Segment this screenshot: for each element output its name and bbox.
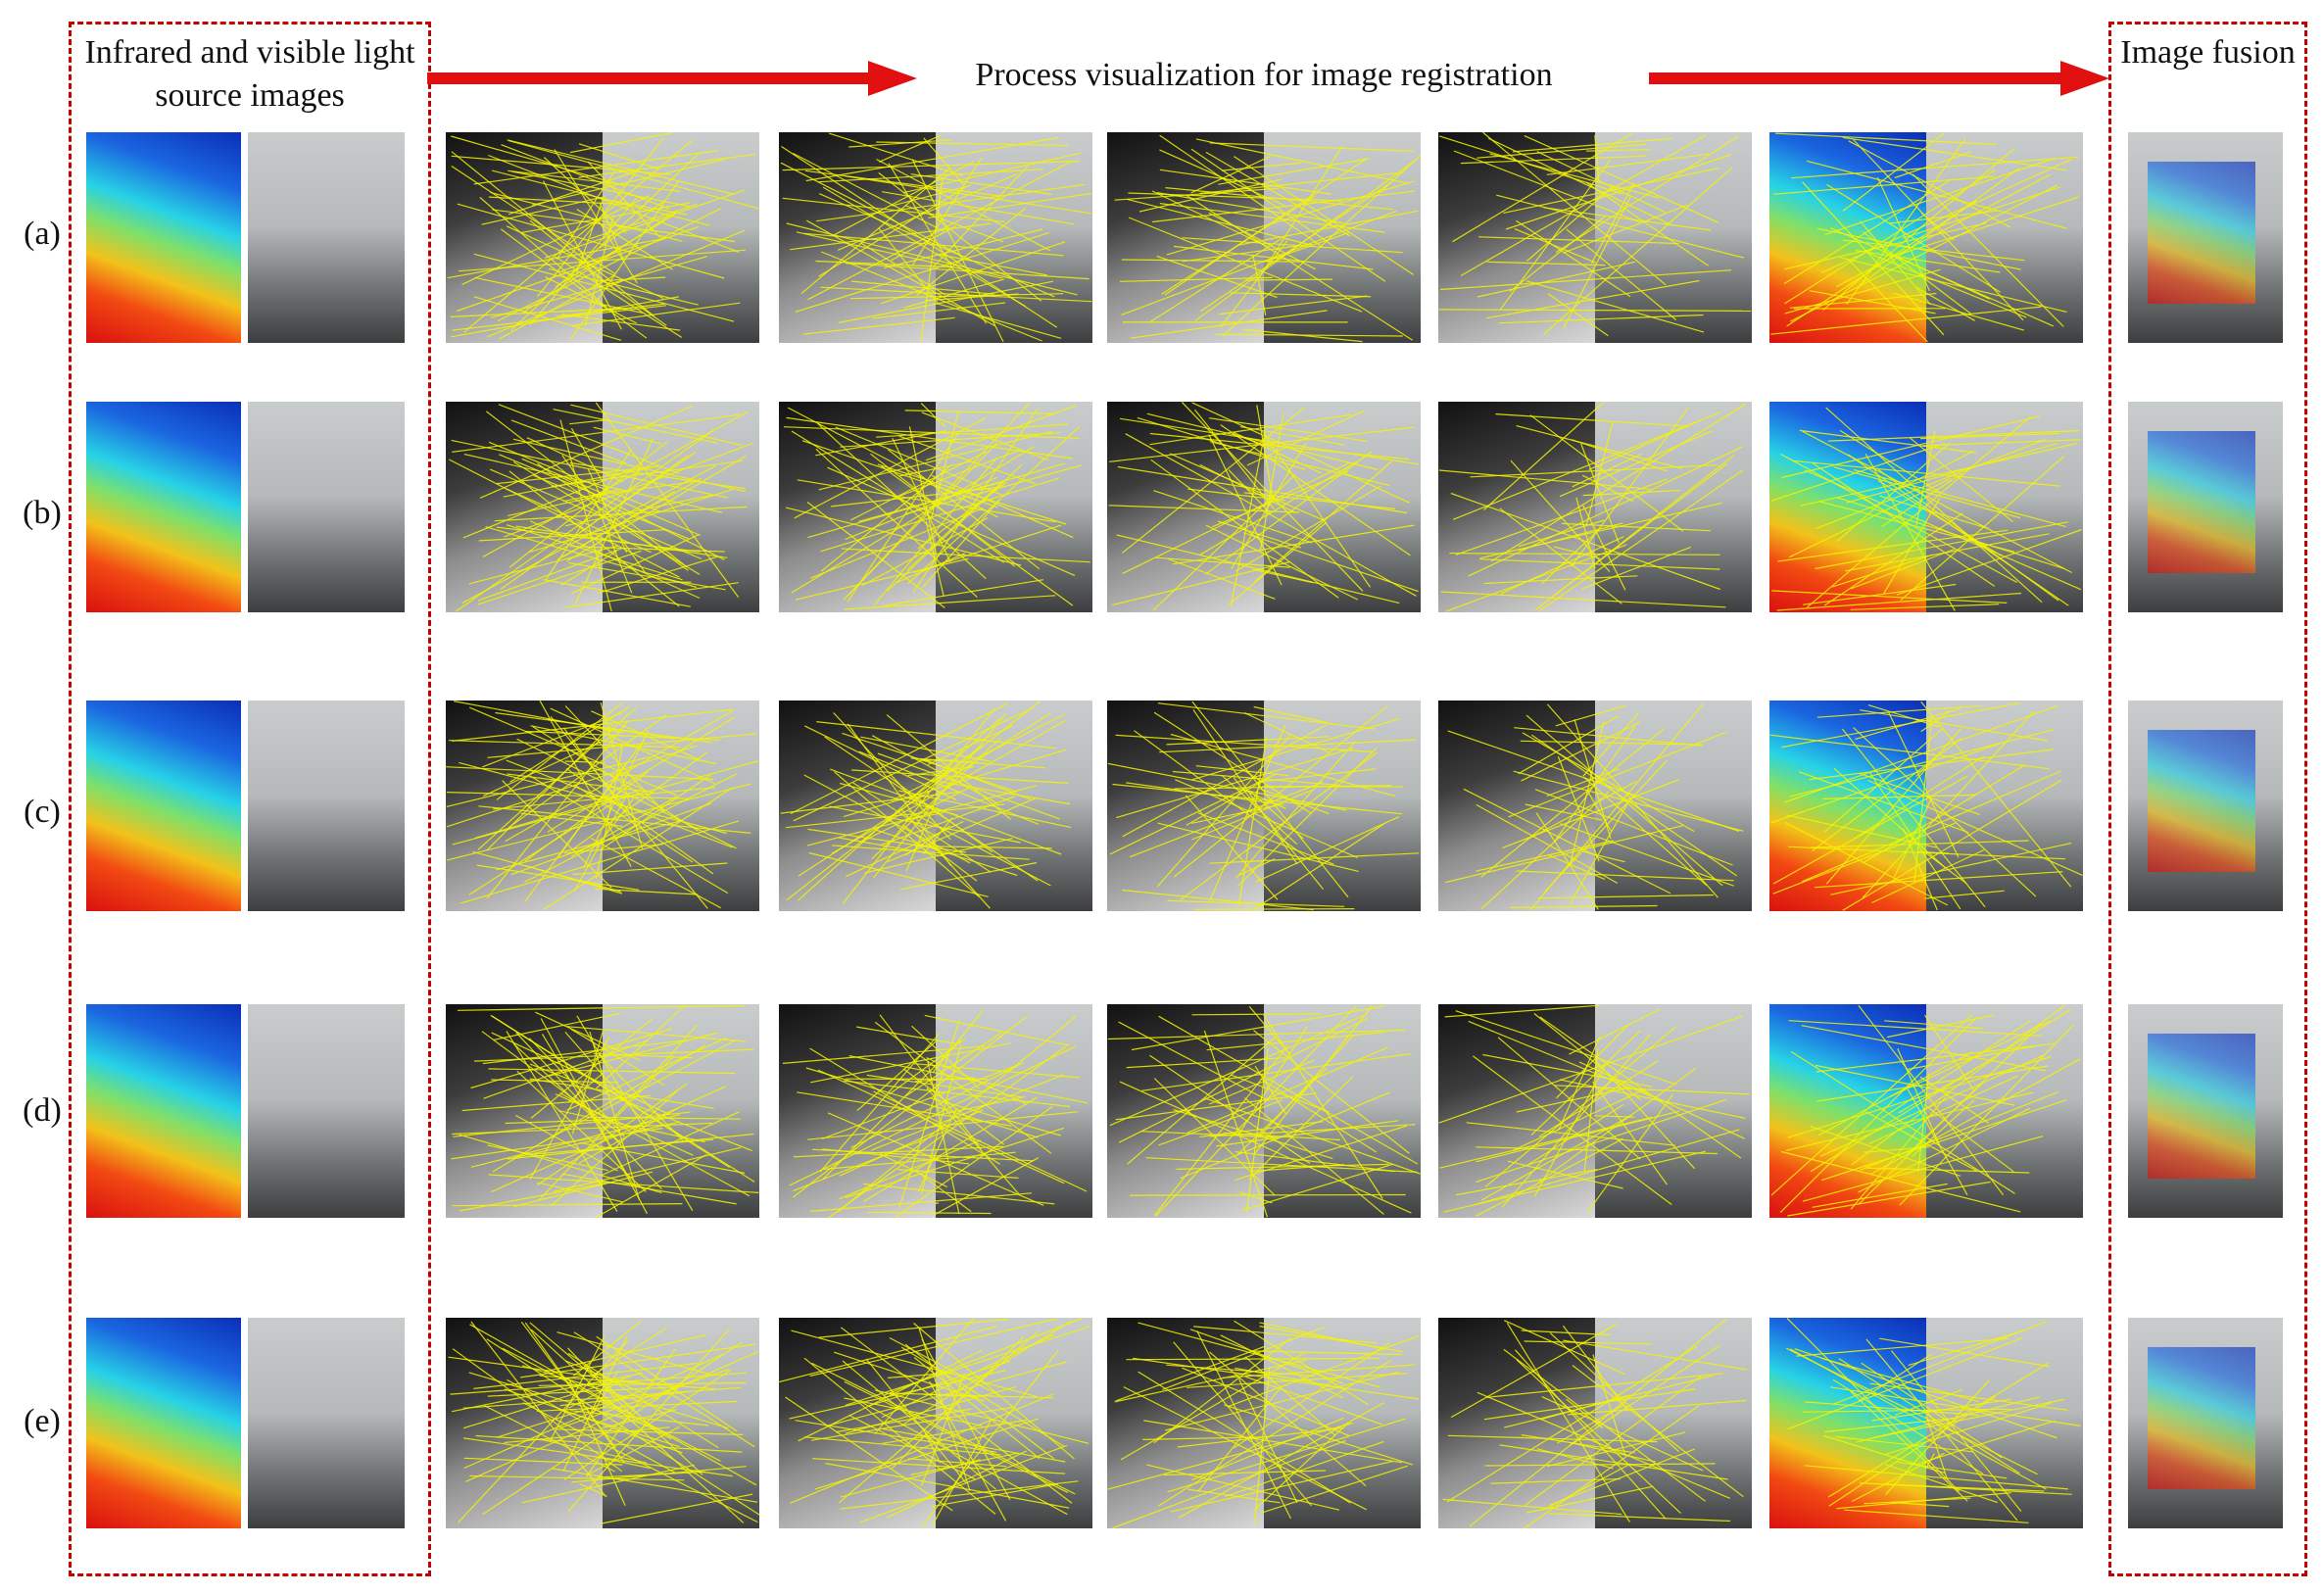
feature-match-lines — [779, 1318, 1090, 1527]
fused-image — [2128, 132, 2283, 343]
feature-match-lines — [1438, 402, 1747, 612]
fused-image — [2128, 1004, 2283, 1218]
feature-match-lines — [780, 132, 1092, 343]
fusion-overlay — [2148, 730, 2255, 872]
feature-match-lines — [783, 402, 1090, 610]
registration-step-image — [446, 1318, 759, 1528]
registration-step-image — [446, 1004, 759, 1218]
registration-step-image — [779, 402, 1092, 612]
registration-step-image — [1438, 132, 1752, 343]
row-label-d: (d) — [23, 1092, 62, 1129]
left-half-image — [1438, 1004, 1595, 1218]
registration-result-image — [1769, 1004, 2083, 1218]
feature-match-lines — [1438, 1004, 1750, 1217]
registration-step-image — [779, 132, 1092, 343]
feature-match-lines — [1442, 1319, 1747, 1528]
image-fusion-header: Image fusion — [2120, 34, 2296, 71]
registration-result-image — [1769, 701, 2083, 911]
row-label-c: (c) — [24, 794, 61, 830]
registration-step-image — [1107, 1004, 1421, 1218]
visible-source-image — [248, 701, 405, 911]
feature-match-lines — [1786, 1318, 2081, 1523]
feature-match-lines — [1444, 703, 1744, 911]
right-half-image — [603, 1004, 759, 1218]
fusion-overlay — [2148, 1034, 2255, 1179]
feature-match-lines — [1114, 134, 1421, 343]
image-fusion-group — [2108, 22, 2307, 1576]
feature-match-lines — [447, 132, 759, 341]
visible-source-image — [248, 402, 405, 612]
fused-image — [2128, 1318, 2283, 1528]
feature-match-lines — [449, 402, 753, 612]
fusion-overlay — [2148, 162, 2255, 304]
infrared-source-image — [86, 701, 241, 911]
registration-step-image — [1438, 701, 1752, 911]
feature-match-lines — [1770, 407, 2082, 611]
feature-match-lines — [782, 1009, 1089, 1218]
visible-source-image — [248, 1318, 405, 1528]
source-images-group — [69, 22, 431, 1576]
left-half-image — [1107, 1318, 1264, 1528]
registration-step-image — [779, 1004, 1092, 1218]
registration-step-image — [1438, 402, 1752, 612]
fused-image — [2128, 701, 2283, 911]
fusion-overlay — [2148, 1347, 2255, 1489]
registration-step-image — [1438, 1318, 1752, 1528]
registration-result-image — [1769, 402, 2083, 612]
registration-step-image — [1107, 701, 1421, 911]
left-half-image — [1769, 1004, 1926, 1218]
left-half-image — [1438, 402, 1595, 612]
right-half-image — [603, 402, 759, 612]
infrared-source-image — [86, 402, 241, 612]
row-label-b: (b) — [23, 495, 62, 531]
registration-step-image — [446, 402, 759, 612]
row-label-a: (a) — [24, 216, 61, 252]
source-images-header: Infrared and visible light source images — [84, 34, 415, 114]
registration-step-image — [1107, 1318, 1421, 1528]
feature-match-lines — [1107, 1005, 1421, 1218]
feature-match-lines — [1438, 132, 1752, 337]
registration-process-header: Process visualization for image registra… — [975, 57, 1553, 93]
left-half-image — [779, 1004, 936, 1218]
arrow-right-icon — [1649, 61, 2109, 96]
feature-match-lines — [1770, 1004, 2081, 1217]
registration-step-image — [1107, 132, 1421, 343]
registration-result-image — [1769, 1318, 2083, 1528]
registration-step-image — [446, 132, 759, 343]
infrared-source-image — [86, 1318, 241, 1528]
arrow-right-icon — [427, 61, 917, 96]
feature-match-lines — [1770, 132, 2080, 343]
feature-match-lines — [446, 701, 759, 910]
right-half-image — [1264, 132, 1421, 343]
registration-step-image — [1107, 402, 1421, 612]
registration-step-image — [1438, 1004, 1752, 1218]
right-half-image — [936, 701, 1092, 911]
fused-image — [2128, 402, 2283, 612]
registration-step-image — [779, 701, 1092, 911]
registration-step-image — [779, 1318, 1092, 1528]
feature-match-lines — [1107, 1320, 1420, 1528]
feature-match-lines — [448, 1321, 759, 1524]
infrared-source-image — [86, 1004, 241, 1218]
fusion-overlay — [2148, 431, 2255, 573]
visible-source-image — [248, 132, 405, 343]
infrared-source-image — [86, 132, 241, 343]
feature-match-lines — [780, 701, 1072, 909]
left-half-image — [446, 1318, 603, 1528]
row-label-e: (e) — [24, 1403, 61, 1439]
registration-result-image — [1769, 132, 2083, 343]
feature-match-lines — [451, 1004, 759, 1218]
feature-match-lines — [1769, 701, 2083, 911]
feature-match-lines — [1108, 402, 1419, 611]
feature-match-lines — [1107, 701, 1420, 911]
registration-step-image — [446, 701, 759, 911]
visible-source-image — [248, 1004, 405, 1218]
